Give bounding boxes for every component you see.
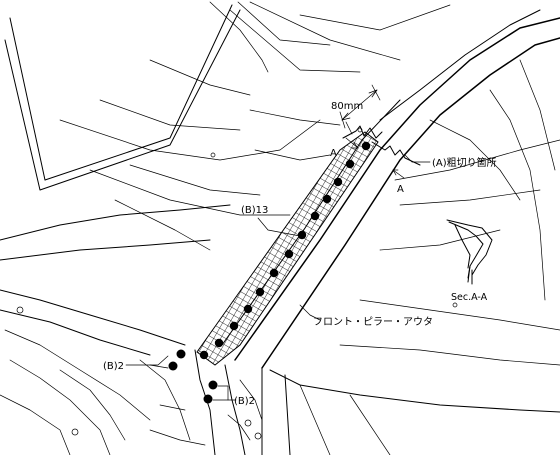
section-marker-a-top: A: [330, 148, 337, 159]
section-aa-inset: [446, 219, 493, 285]
spot-weld: [322, 194, 332, 204]
spot-weld: [345, 159, 355, 169]
spot-welds-b13: [199, 141, 371, 360]
spot-weld: [361, 141, 371, 151]
spot-weld: [333, 177, 343, 187]
spot-weld: [229, 321, 239, 331]
spot-weld: [243, 304, 253, 314]
weld-b2-bottom-label: (B)2: [234, 396, 255, 407]
part-name-label: フロント・ピラー・アウタ: [313, 316, 433, 328]
section-view-label: Sec.A-A: [451, 292, 488, 303]
spot-weld: [255, 287, 265, 297]
rough-cut-label: (A)粗切り箇所: [432, 156, 497, 169]
spot-welds-b2-left: [168, 349, 186, 371]
weld-b2-left-label: (B)2: [103, 361, 124, 372]
section-marker-a-bottom: A: [397, 184, 404, 195]
spot-weld: [269, 268, 279, 278]
spot-welds-b2-bottom: [203, 380, 218, 404]
spot-weld: [310, 211, 320, 221]
spot-weld: [199, 350, 209, 360]
section-marker-bottom: [392, 169, 405, 179]
spot-weld: [297, 230, 307, 240]
dimension-80mm: [339, 84, 381, 135]
weld-b13-label: (B)13: [241, 205, 268, 216]
section-marker-top: [345, 137, 359, 149]
dimension-label: 80mm: [331, 101, 363, 112]
cut-line: [342, 125, 421, 166]
spot-weld: [214, 338, 224, 348]
spot-weld: [284, 249, 294, 259]
rough-cut-region: [196, 131, 379, 366]
